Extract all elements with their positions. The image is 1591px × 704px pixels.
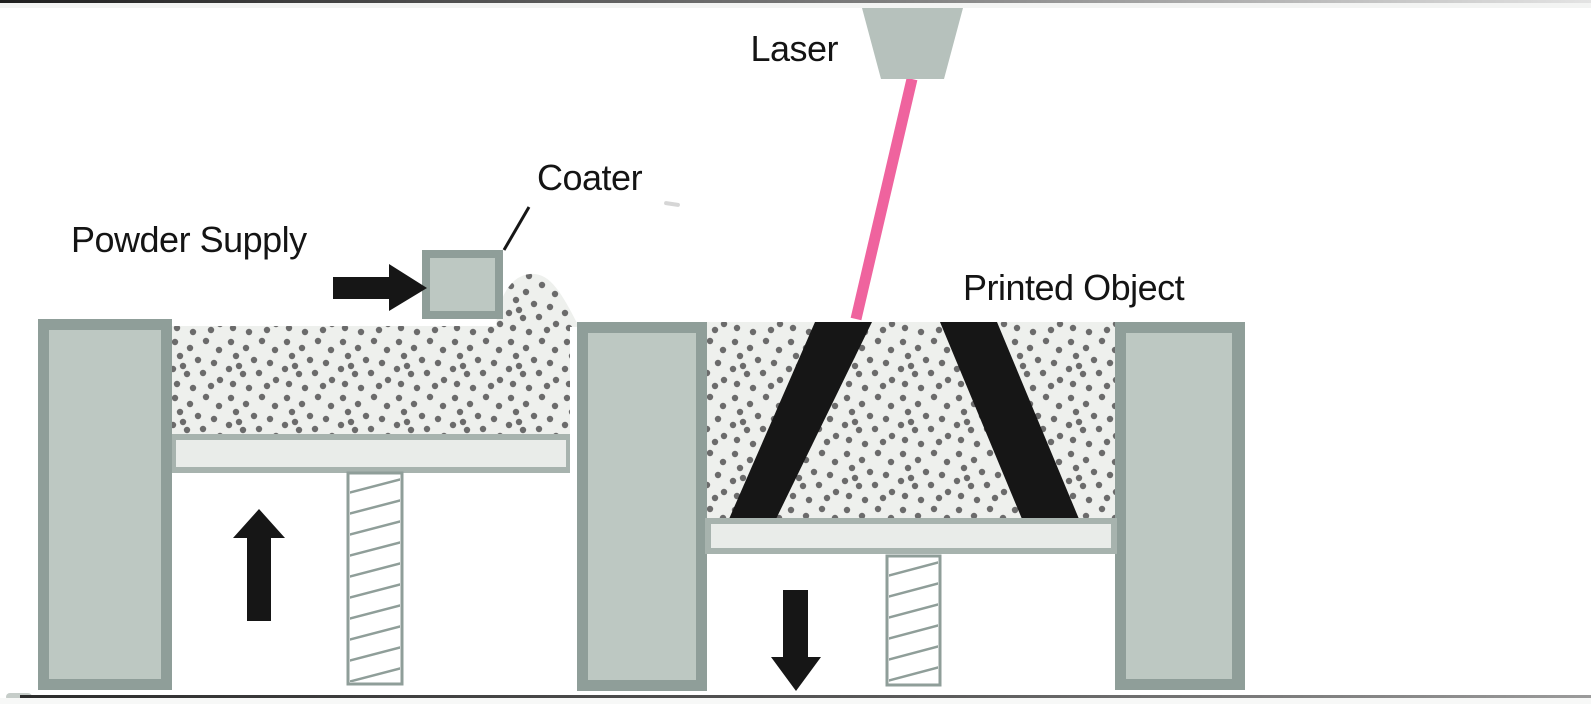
- laser-head: [862, 8, 963, 79]
- build-piston-screw: [885, 554, 942, 687]
- laser-beam: [850, 77, 918, 321]
- powder-supply-label: Powder Supply: [71, 219, 307, 260]
- printed-object-right-strut: [940, 322, 1079, 519]
- coater-label: Coater: [537, 157, 643, 198]
- powder-mound: [496, 273, 579, 327]
- stray-mark: [664, 201, 680, 207]
- supply-chamber-wall-left: [38, 319, 172, 690]
- build-down-arrow: [771, 590, 821, 691]
- powder-supply-right-arrow: [333, 264, 427, 311]
- coater-box: [422, 250, 503, 319]
- top-border-line: [0, 0, 1591, 3]
- supply-up-arrow: [233, 509, 285, 621]
- coater-leader-line: [502, 206, 531, 251]
- bottom-border-strip: [0, 698, 1591, 704]
- printed-object-left-strut: [729, 322, 872, 519]
- bottom-border-line: [20, 695, 1591, 698]
- center-wall: [577, 322, 707, 691]
- build-platform: [705, 518, 1117, 554]
- printed-object-label: Printed Object: [963, 267, 1185, 308]
- top-border-strip: [0, 3, 1591, 8]
- supply-powder-bed: [172, 326, 570, 435]
- build-chamber-wall-right: [1115, 322, 1245, 690]
- supply-platform: [172, 434, 570, 473]
- laser-label: Laser: [750, 28, 838, 69]
- supply-piston-screw: [346, 471, 404, 686]
